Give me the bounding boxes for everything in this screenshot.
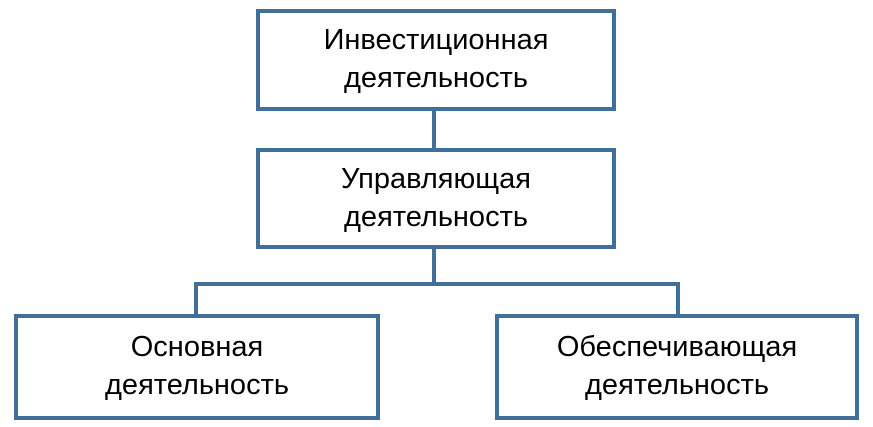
box-core-activity-label: Основная деятельность [105, 329, 289, 404]
box-management-activity-label: Управляющая деятельность [341, 161, 531, 236]
connector-horizontal-branch [194, 282, 680, 286]
box-investment-activity-line2: деятельность [344, 62, 528, 94]
box-core-activity-line2: деятельность [105, 369, 289, 401]
box-core-activity-line1: Основная [130, 331, 264, 364]
connector-to-right-box [676, 282, 680, 314]
box-investment-activity: Инвестиционная деятельность [256, 9, 616, 111]
connector-top-to-middle [432, 111, 436, 148]
box-support-activity-line1: Обеспечивающая [556, 331, 798, 364]
box-core-activity: Основная деятельность [14, 314, 380, 420]
box-management-activity-line2: деятельность [344, 200, 528, 233]
connector-middle-down [432, 249, 436, 284]
box-management-activity: Управляющая деятельность [256, 148, 616, 249]
box-support-activity-line2: деятельность [585, 369, 769, 401]
box-management-activity-line1: Управляющая [341, 162, 531, 195]
box-support-activity: Обеспечивающая деятельность [495, 314, 859, 420]
connector-to-left-box [194, 282, 198, 314]
box-support-activity-label: Обеспечивающая деятельность [557, 329, 797, 404]
box-investment-activity-label: Инвестиционная деятельность [324, 22, 549, 97]
box-investment-activity-line1: Инвестиционная [323, 24, 549, 57]
